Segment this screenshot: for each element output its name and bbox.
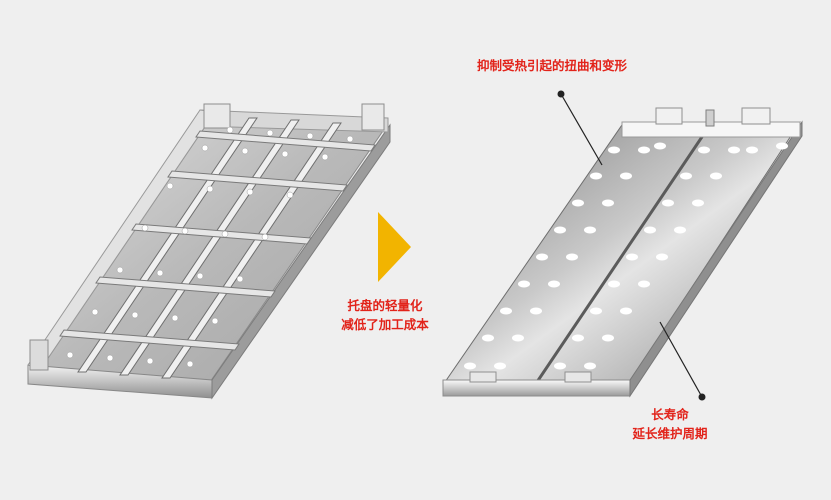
right-tray-illustration	[442, 107, 803, 398]
left-tray-right-wall	[211, 123, 391, 400]
label-distortion: 抑制受热引起的扭曲和变形	[447, 56, 657, 75]
right-tray-back-frame	[621, 121, 801, 138]
callout-bottom	[659, 321, 706, 401]
transition-arrow-icon	[378, 212, 411, 282]
right-tray-clip	[705, 109, 715, 127]
callout-top-dot	[557, 90, 565, 98]
right-tray-perforations	[464, 142, 788, 370]
label-lightweight-line1: 托盘的轻量化	[347, 298, 423, 313]
right-tray-plate	[444, 121, 801, 383]
right-tray-lug-right	[741, 107, 771, 125]
left-tray-post-back-left	[203, 103, 231, 129]
right-tray-seam	[535, 121, 714, 383]
right-tray-lug-left	[655, 107, 683, 125]
label-lightweight: 托盘的轻量化 减低了加工成本	[325, 296, 445, 334]
left-tray-post-back-right	[361, 103, 385, 131]
left-tray-post-front-left	[29, 339, 49, 371]
right-tray-front-lug-right	[564, 371, 592, 383]
left-tray-perforations	[66, 126, 354, 368]
label-distortion-text: 抑制受热引起的扭曲和变形	[476, 58, 627, 73]
label-longevity-line2: 延长维护周期	[632, 426, 708, 441]
left-tray-cross-ribs	[59, 130, 376, 351]
label-lightweight-line2: 减低了加工成本	[341, 317, 429, 332]
label-longevity-line1: 长寿命	[651, 407, 689, 422]
right-tray-front-lug-left	[469, 371, 497, 383]
callout-bottom-dot	[698, 393, 706, 401]
left-tray-illustration	[27, 103, 391, 400]
right-tray-right-edge	[629, 120, 803, 398]
callout-top	[557, 90, 603, 166]
label-longevity: 长寿命 延长维护周期	[610, 405, 730, 443]
